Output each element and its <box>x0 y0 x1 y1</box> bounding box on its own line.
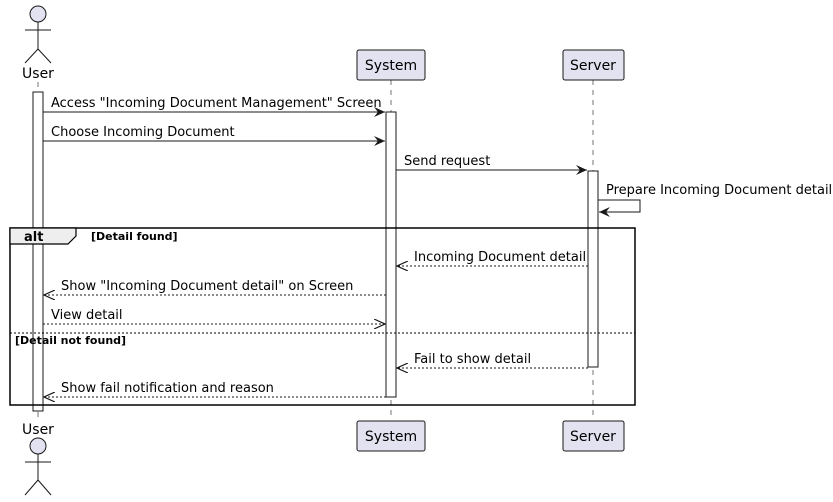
message-label-7: View detail <box>51 308 123 323</box>
activation-system <box>385 111 397 398</box>
message-label-3: Send request <box>404 154 490 169</box>
alt-guard-not-found: [Detail not found] <box>15 334 126 347</box>
message-label-5: Incoming Document detail <box>414 250 586 265</box>
participant-system-top: System <box>356 49 426 81</box>
activation-server <box>587 170 599 368</box>
alt-keyword: alt <box>24 230 43 245</box>
message-label-8: Fail to show detail <box>414 352 531 367</box>
message-label-9: Show fail notification and reason <box>61 381 274 396</box>
participant-server-top: Server <box>562 49 625 81</box>
message-label-2: Choose Incoming Document <box>51 125 235 140</box>
actor-user-top <box>24 5 52 64</box>
participant-server-bottom: Server <box>562 420 625 452</box>
participant-server-top-label: Server <box>570 58 616 74</box>
message-label-4: Prepare Incoming Document detail <box>606 183 832 198</box>
message-label-1: Access "Incoming Document Management" Sc… <box>51 96 382 111</box>
activation-user <box>32 91 44 412</box>
message-label-6: Show "Incoming Document detail" on Scree… <box>61 279 353 294</box>
participant-system-bottom-label: System <box>365 429 417 445</box>
alt-fragment: alt [Detail found] [Detail not found] <box>9 227 636 406</box>
participant-system-top-label: System <box>365 58 417 74</box>
participant-system-bottom: System <box>356 420 426 452</box>
alt-guard-found: [Detail found] <box>91 230 178 243</box>
message-arrow-4-self <box>598 199 641 217</box>
participant-user-top-label: User <box>22 66 54 82</box>
participant-user-bottom-label: User <box>22 422 54 438</box>
actor-user-bottom <box>24 437 52 496</box>
participant-server-bottom-label: Server <box>570 429 616 445</box>
